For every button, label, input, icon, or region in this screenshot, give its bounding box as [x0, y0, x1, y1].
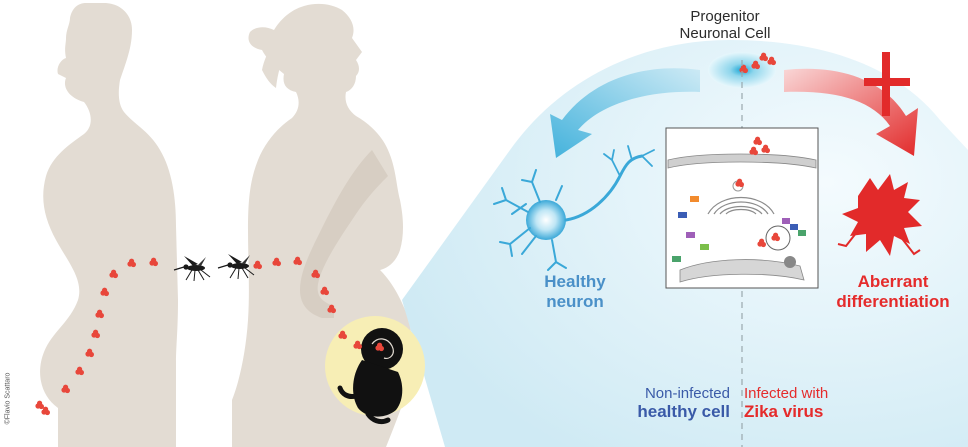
aberrant-cell-icon — [837, 174, 922, 256]
neuron-icon — [493, 145, 655, 271]
mosquito-icon — [173, 255, 211, 282]
healthy-neuron-label: Healthy neuron — [544, 272, 606, 311]
infected-label: Infected with Zika virus — [744, 385, 829, 422]
progenitor-label: Progenitor Neuronal Cell — [679, 8, 771, 43]
aberrant-label: Aberrant differentiation — [836, 272, 950, 311]
arm-silhouette — [300, 150, 388, 318]
arrow-icon — [784, 68, 918, 156]
person-silhouette-left — [40, 3, 178, 447]
image-credit: ©Flavio Scattaro — [4, 372, 12, 425]
arrow-icon — [550, 68, 700, 158]
non-infected-label: Non-infected healthy cell — [637, 385, 730, 422]
progenitor-cell — [708, 52, 776, 88]
cross-icon — [864, 52, 910, 116]
ponytail — [262, 24, 300, 88]
cell-detail-box — [665, 127, 819, 289]
